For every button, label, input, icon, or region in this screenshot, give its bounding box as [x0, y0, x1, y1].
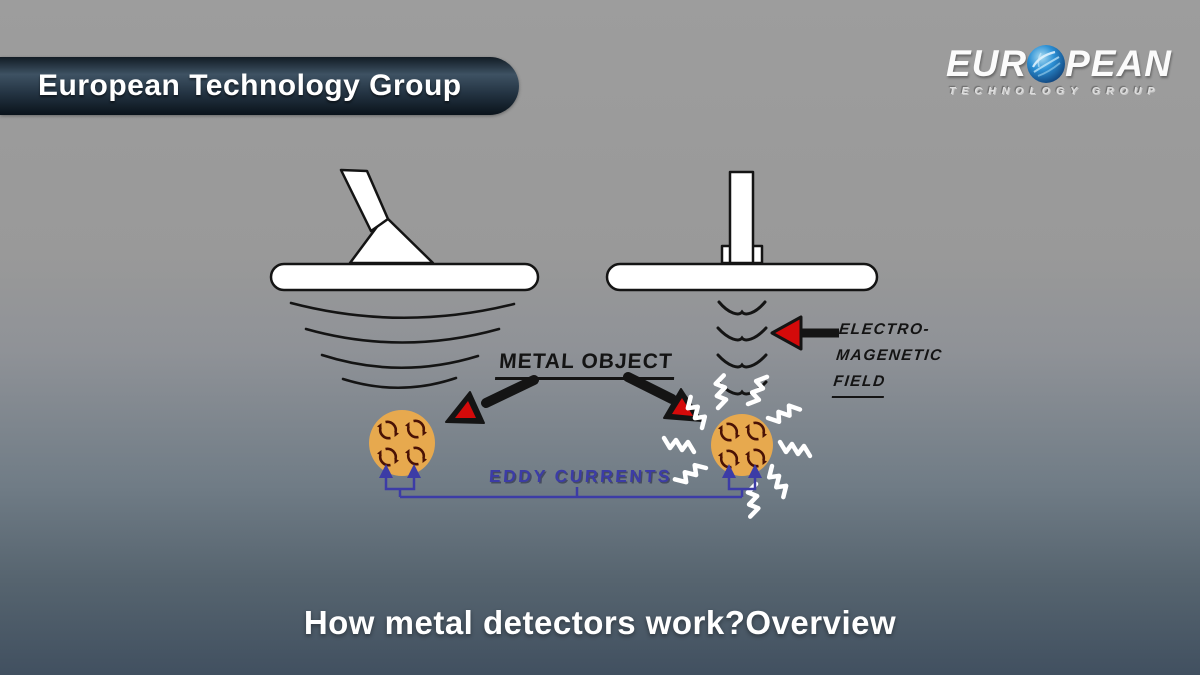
coin-circle	[369, 410, 435, 476]
right-detector-coil	[605, 262, 879, 292]
field-chevron	[716, 353, 768, 369]
metal-coin-right	[711, 414, 773, 476]
left-detector-shaft	[339, 168, 390, 233]
metal-object-label: METAL OBJECT	[494, 350, 677, 380]
eddy-current-arrowheads	[379, 464, 762, 478]
squiggle-icon	[748, 374, 767, 406]
field-arc	[341, 376, 458, 390]
em-field-label-line3: FIELD	[831, 369, 888, 398]
squiggle-icon	[664, 438, 694, 452]
left-detector-coil	[269, 262, 540, 292]
logo-text-after: PEAN	[1065, 43, 1172, 84]
left-field-arcs	[289, 301, 516, 390]
logo-text-before: EUR	[946, 43, 1028, 84]
field-arc	[304, 327, 501, 344]
up-arrowhead-icon	[722, 464, 736, 478]
right-detector	[605, 170, 879, 292]
logo-subtitle: TECHNOLOGY GROUP	[949, 85, 1161, 97]
arrow-shaft	[481, 375, 539, 408]
up-arrowhead-icon	[748, 464, 762, 478]
company-logo: EUR PEAN TECHNOLOGY GROUP	[946, 42, 1178, 97]
header-banner: European Technology Group	[0, 57, 519, 115]
squiggle-icon	[768, 399, 800, 429]
field-arc	[289, 301, 516, 320]
eddy-current-bracket	[384, 476, 757, 499]
squiggle-icon	[675, 458, 706, 489]
up-arrowhead-icon	[407, 464, 421, 478]
field-arc	[320, 353, 480, 370]
banner-title: European Technology Group	[38, 69, 462, 102]
eddy-currents-label: EDDY CURRENTS	[488, 466, 673, 486]
squiggle-icon	[762, 466, 793, 497]
logo-wordmark: EUR PEAN	[946, 42, 1178, 86]
metal-object-arrow-right	[623, 372, 703, 422]
metal-object-arrow-left	[445, 375, 539, 424]
arrowhead-red-inset	[455, 401, 476, 418]
em-field-label-line1: ELECTRO-	[838, 321, 932, 338]
left-detector	[269, 168, 540, 292]
squiggle-icon	[780, 442, 810, 456]
up-arrowhead-icon	[379, 464, 393, 478]
field-chevron	[716, 326, 768, 342]
arrow-shaft	[623, 372, 677, 404]
em-field-label: ELECTRO- MAGENETIC FIELD	[831, 317, 947, 398]
em-field-label-line2: MAGENETIC	[835, 347, 944, 364]
left-detector-mount	[348, 214, 435, 265]
em-field-arrowhead-icon	[770, 315, 803, 351]
globe-icon	[1027, 45, 1066, 83]
slide-title: How metal detectors work?Overview	[303, 604, 897, 641]
right-detector-shaft	[728, 170, 755, 265]
arrowhead-red-inset	[672, 398, 693, 416]
coin-circle	[711, 414, 773, 476]
field-chevron	[717, 300, 767, 316]
em-field-arrow	[770, 315, 839, 351]
metal-coin-left	[369, 410, 435, 476]
